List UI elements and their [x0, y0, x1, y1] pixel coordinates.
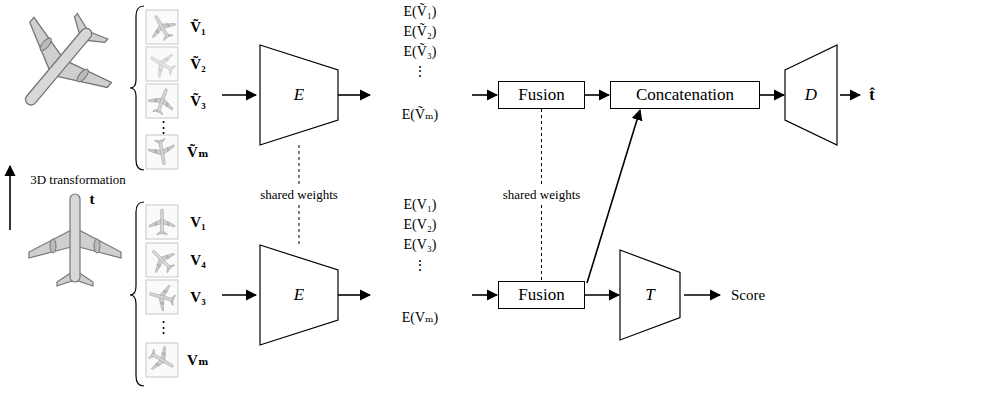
ellipsis: ⋮	[413, 258, 427, 273]
node-text: T	[645, 285, 654, 305]
node-text: E	[294, 85, 304, 105]
fusion-box: Fusion	[498, 81, 585, 109]
feature-label: E(Vₘ)	[402, 310, 439, 325]
feature-label: E(Ṽ₁)	[404, 4, 437, 19]
output-label: Score	[731, 287, 765, 304]
view-label: Ṽ₂	[190, 56, 205, 73]
view-label: Ṽ₃	[190, 93, 205, 110]
fusion-box: Fusion	[498, 281, 585, 309]
feature-label: E(V₂)	[404, 217, 437, 232]
flow-arrow	[760, 95, 784, 96]
flow-arrow	[338, 95, 497, 96]
symbol: t	[90, 191, 95, 208]
flow-arrow	[338, 295, 497, 296]
bracket	[130, 202, 144, 386]
view-label: V₃	[190, 289, 205, 306]
view-label: V₁	[190, 214, 205, 231]
caption-text: 3D transformation	[30, 173, 126, 187]
flow-arrow	[585, 95, 609, 96]
view-label: Vₘ	[187, 352, 209, 369]
layout-arrows	[10, 95, 860, 295]
node-text: D	[805, 85, 817, 105]
original-airplane	[29, 194, 121, 286]
ellipsis: ⋮	[156, 319, 171, 336]
feature-label: E(Ṽₘ)	[402, 107, 439, 122]
node-text: E	[294, 285, 304, 305]
view-label: Ṽ₁	[190, 19, 205, 36]
encoder: E	[260, 45, 338, 145]
ellipsis: ⋮	[413, 64, 427, 79]
edge-label: shared weights	[258, 187, 340, 203]
feature-label: E(V₁)	[404, 197, 437, 212]
flow-arrow	[585, 295, 619, 296]
edge-label: shared weights	[501, 187, 583, 203]
concatenation-box: Concatenation	[610, 81, 760, 109]
output-symbol: t̂	[869, 86, 874, 104]
feature-label: E(V₃)	[404, 237, 437, 252]
view-label: V₄	[190, 252, 205, 269]
decoder: D	[785, 45, 837, 145]
ellipsis: ⋮	[156, 119, 171, 136]
transform-net: T	[620, 250, 680, 340]
node-text: Concatenation	[636, 85, 734, 105]
feature-label: E(Ṽ₂)	[404, 24, 437, 39]
encoder: E	[260, 245, 338, 345]
feature-label: E(Ṽ₃)	[404, 44, 437, 59]
transformed-airplane	[0, 0, 131, 136]
node-text: Fusion	[518, 85, 564, 105]
view-label: Ṽₘ	[187, 144, 209, 161]
node-text: Fusion	[518, 285, 564, 305]
view-thumbnails	[144, 9, 180, 377]
bracket	[130, 6, 144, 170]
